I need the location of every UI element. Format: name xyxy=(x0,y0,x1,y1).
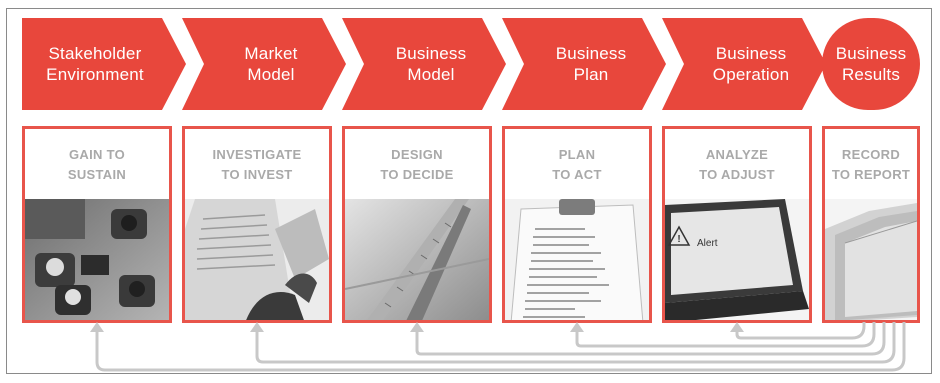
newspaper-reading-photo xyxy=(185,199,329,320)
stage-box-investigate-to-invest: INVESTIGATE TO INVEST xyxy=(182,126,332,323)
file-folder-photo xyxy=(825,199,917,320)
chevron-shape xyxy=(662,18,826,110)
arrowhead-icon xyxy=(570,322,584,332)
stage-title: Business Operation xyxy=(712,44,790,84)
ruler-drafting-photo xyxy=(345,199,489,320)
svg-text:!: ! xyxy=(677,234,680,245)
circle-shape xyxy=(822,18,920,110)
chevron-shape xyxy=(342,18,506,110)
alert-label: Alert xyxy=(697,238,718,249)
stage-action-caption: GAIN TO SUSTAIN xyxy=(67,147,127,182)
stage-title: Business Plan xyxy=(555,44,627,84)
chevron-shape xyxy=(22,18,186,110)
laptop-alert-photo: ! Alert xyxy=(665,199,809,320)
stage-header-business-plan: Business Plan xyxy=(502,18,666,110)
stage-action-caption: INVESTIGATE TO INVEST xyxy=(212,147,302,182)
arrowhead-icon xyxy=(90,322,104,332)
stage-header-market-model: Market Model xyxy=(182,18,346,110)
stage-box-record-to-report: RECORD TO REPORT xyxy=(822,126,920,323)
loop-arrow-to-stakeholder xyxy=(95,322,906,372)
stage-box-design-to-decide: DESIGN TO DECIDE xyxy=(342,126,492,323)
meeting-overhead-photo xyxy=(25,199,169,320)
stage-action-caption: DESIGN TO DECIDE xyxy=(380,147,454,182)
stage-title: Stakeholder Environment xyxy=(46,44,144,84)
loop-arrow-to-business-plan xyxy=(575,322,876,348)
stage-action-caption: RECORD TO REPORT xyxy=(831,147,911,182)
stage-header-business-results: Business Results xyxy=(822,18,920,110)
arrowhead-icon xyxy=(730,322,744,332)
chevron-shape xyxy=(182,18,346,110)
stage-action-caption: PLAN TO ACT xyxy=(552,147,602,182)
chevron-shape xyxy=(502,18,666,110)
stage-header-stakeholder-environment: Stakeholder Environment xyxy=(22,18,186,110)
loop-arrow-to-business-model xyxy=(415,322,886,356)
stage-title: Business Results xyxy=(835,44,907,84)
loop-arrow-to-business-operation xyxy=(735,322,866,340)
stage-header-business-operation: Business Operation xyxy=(662,18,826,110)
arrowhead-icon xyxy=(250,322,264,332)
stage-header-business-model: Business Model xyxy=(342,18,506,110)
stage-box-plan-to-act: PLAN TO ACT xyxy=(502,126,652,323)
stage-box-gain-to-sustain: GAIN TO SUSTAIN xyxy=(22,126,172,323)
clipboard-checklist-photo xyxy=(505,199,649,320)
stage-title: Business Model xyxy=(395,44,467,84)
stage-action-caption: ANALYZE TO ADJUST xyxy=(699,147,775,182)
stage-title: Market Model xyxy=(244,44,298,84)
loop-arrow-to-market xyxy=(255,322,896,364)
arrowhead-icon xyxy=(410,322,424,332)
stage-box-analyze-to-adjust: ANALYZE TO ADJUST ! Alert xyxy=(662,126,812,323)
